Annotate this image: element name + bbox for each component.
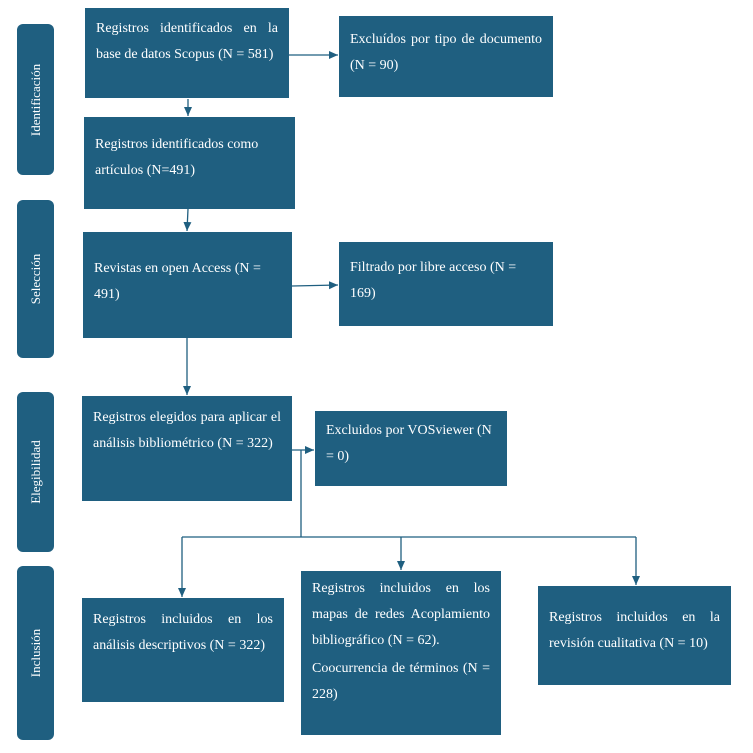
box-mapas-text-1: Registros incluidos en los mapas de rede…	[312, 581, 490, 648]
box-articulos: Registros identificados como artículos (…	[84, 117, 295, 209]
phase-identificacion-label: Identificación	[27, 63, 43, 136]
box-filtrado-text: Filtrado por libre acceso (N = 169)	[350, 260, 517, 301]
box-open-access: Revistas en open Access (N = 491)	[83, 232, 292, 338]
box-scopus-text: Registros identificados en la base de da…	[96, 21, 278, 62]
box-scopus: Registros identificados en la base de da…	[85, 8, 289, 98]
box-excluidos-tipo: Excluídos por tipo de documento (N = 90)	[339, 16, 553, 97]
box-descriptivos-text: Registros incluidos en los análisis desc…	[93, 612, 273, 653]
phase-identificacion: Identificación	[17, 24, 54, 175]
arrow-articulos-to-open-access	[183, 208, 192, 232]
box-cualitativa-text: Registros incluidos en la revisión cuali…	[549, 610, 720, 651]
phase-inclusion-label: Inclusión	[27, 628, 43, 678]
box-filtrado: Filtrado por libre acceso (N = 169)	[339, 242, 553, 326]
box-elegidos-text: Registros elegidos para aplicar el análi…	[93, 410, 281, 451]
phase-inclusion: Inclusión	[17, 566, 54, 740]
phase-seleccion: Selección	[17, 200, 54, 358]
arrow-open-access-to-filtrado	[291, 281, 339, 290]
phase-seleccion-label: Selección	[27, 253, 43, 305]
box-excluidos-tipo-text: Excluídos por tipo de documento (N = 90)	[350, 32, 542, 73]
phase-elegibilidad: Elegibilidad	[17, 392, 54, 552]
box-descriptivos: Registros incluidos en los análisis desc…	[82, 598, 284, 702]
box-excluidos-vos: Excluidos por VOSviewer (N = 0)	[315, 411, 507, 486]
box-mapas-text-2: Coocurrencia de términos (N = 228)	[312, 661, 490, 702]
phase-elegibilidad-label: Elegibilidad	[27, 440, 43, 504]
box-mapas: Registros incluidos en los mapas de rede…	[301, 571, 501, 735]
box-elegidos: Registros elegidos para aplicar el análi…	[82, 396, 292, 501]
box-articulos-text: Registros identificados como artículos (…	[95, 137, 259, 178]
box-cualitativa: Registros incluidos en la revisión cuali…	[538, 586, 731, 685]
box-excluidos-vos-text: Excluidos por VOSviewer (N = 0)	[326, 423, 492, 464]
box-open-access-text: Revistas en open Access (N = 491)	[94, 261, 261, 302]
